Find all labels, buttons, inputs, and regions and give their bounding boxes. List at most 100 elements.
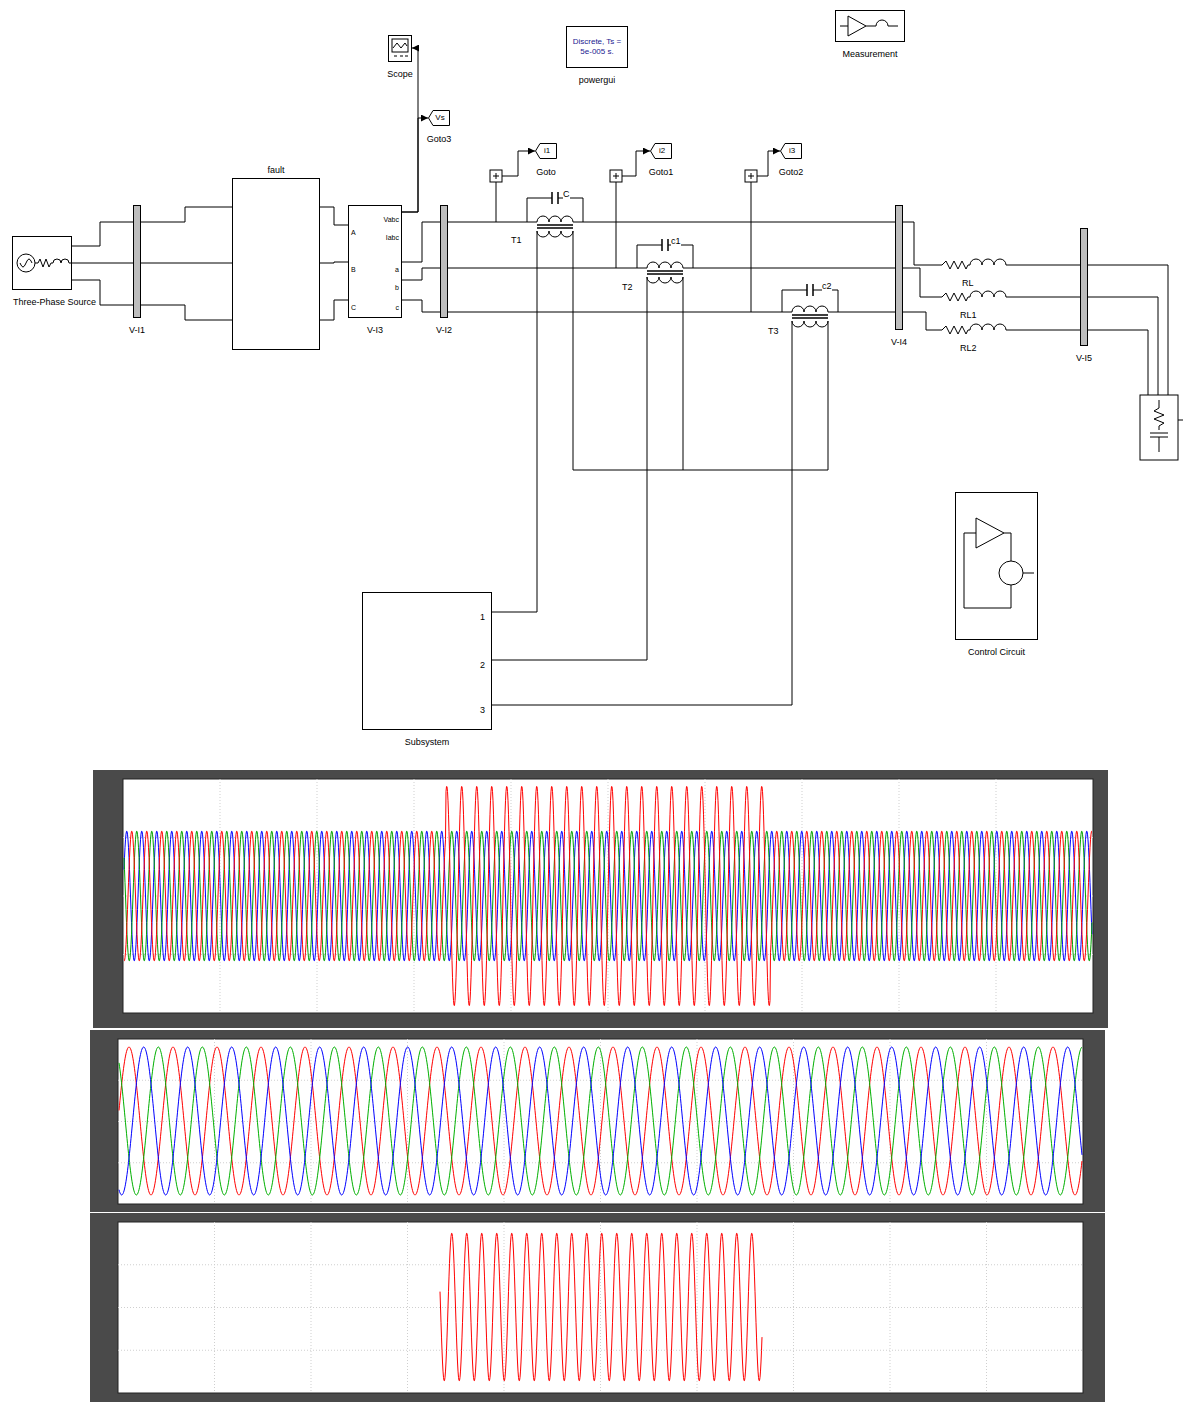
rl-branch-symbol bbox=[938, 291, 1010, 301]
wire-connector bbox=[402, 222, 440, 312]
text-holder: c bbox=[396, 296, 400, 314]
wire-connector bbox=[402, 118, 428, 212]
bus-bar: V-I2 bbox=[440, 205, 448, 318]
sum-mark bbox=[613, 173, 619, 179]
text-holder: i3 bbox=[785, 143, 799, 159]
wire-gap bbox=[552, 196, 558, 200]
sum-block bbox=[490, 170, 502, 182]
sine-mark bbox=[20, 259, 32, 267]
wire-gap bbox=[792, 310, 828, 314]
block-label: V-I1 bbox=[129, 325, 145, 335]
block-icon bbox=[836, 11, 906, 43]
load-symbol bbox=[1150, 400, 1183, 452]
text-holder: Discrete, Ts = 5e-005 s. bbox=[570, 27, 624, 67]
text-holder: T3 bbox=[768, 320, 779, 338]
text-holder: Goto3 bbox=[427, 128, 452, 146]
block-label: Control Circuit bbox=[968, 647, 1025, 657]
scope-trace bbox=[393, 43, 407, 48]
text-holder: V-I2 bbox=[436, 319, 452, 337]
plot-frame bbox=[90, 1030, 1105, 1212]
simulink-block: fault bbox=[232, 178, 320, 350]
simulink-block: Three-Phase Source bbox=[12, 236, 72, 290]
waveform bbox=[119, 1047, 1082, 1195]
capacitor-symbol bbox=[552, 192, 558, 204]
wire bbox=[782, 290, 838, 312]
gain-triangle bbox=[848, 16, 866, 36]
text-holder: a bbox=[395, 258, 399, 276]
block-icon bbox=[13, 237, 73, 291]
simulink-block: Measurement bbox=[835, 10, 905, 42]
resistor-inductor bbox=[938, 324, 1010, 334]
wire bbox=[1088, 330, 1148, 395]
grid-line bbox=[407, 1039, 408, 1204]
text-holder: V-I4 bbox=[891, 331, 907, 349]
block-label: V-I4 bbox=[891, 337, 907, 347]
wire-connector bbox=[320, 207, 348, 320]
grid-line bbox=[504, 1222, 505, 1393]
transformer-core bbox=[792, 315, 828, 318]
text-holder: Vs bbox=[433, 110, 447, 126]
resistor-inductor bbox=[938, 259, 1010, 269]
primary-winding bbox=[792, 306, 828, 312]
block-label: Measurement bbox=[842, 49, 897, 59]
branch-label: RL bbox=[962, 278, 974, 288]
wire-gap bbox=[647, 266, 683, 270]
capacitor-symbol bbox=[807, 284, 813, 296]
wire bbox=[527, 198, 583, 222]
wire-gap bbox=[807, 288, 813, 292]
plot-area bbox=[118, 1039, 1083, 1204]
wire bbox=[637, 245, 693, 268]
waveform bbox=[124, 787, 1092, 1006]
wire bbox=[828, 321, 829, 470]
block-label: Scope bbox=[387, 69, 413, 79]
transformer-label: T3 bbox=[768, 326, 779, 336]
wire bbox=[496, 182, 497, 222]
measure-lines bbox=[840, 20, 898, 26]
text-holder: T2 bbox=[622, 276, 633, 294]
scope-plot bbox=[93, 770, 1108, 1028]
wire bbox=[492, 277, 647, 660]
sum-mark bbox=[748, 173, 754, 179]
goto-tag: i2Goto1 bbox=[650, 143, 672, 159]
text-holder: V-I1 bbox=[129, 319, 145, 337]
wire-gap bbox=[662, 243, 668, 247]
capacitor-plates bbox=[662, 239, 668, 251]
block-text: B bbox=[351, 266, 356, 273]
waveform bbox=[440, 1233, 762, 1380]
signal-line bbox=[502, 151, 535, 176]
text-holder: Scope bbox=[387, 63, 413, 81]
block-text: b bbox=[395, 284, 399, 291]
rl-branch-symbol bbox=[938, 324, 1010, 334]
text-holder: powergui bbox=[579, 69, 616, 87]
transformer-core bbox=[647, 271, 683, 274]
text-holder: RL bbox=[962, 272, 974, 290]
bus-bar: V-I5 bbox=[1080, 228, 1088, 346]
scope-plot bbox=[90, 1030, 1105, 1212]
sum-block bbox=[745, 170, 757, 182]
capacitor-label: C bbox=[563, 189, 570, 199]
text-holder: i2 bbox=[655, 143, 669, 159]
waveform bbox=[119, 1047, 1082, 1195]
block-label: V-I3 bbox=[367, 325, 383, 335]
port-number: 3 bbox=[480, 705, 485, 715]
goto-tag: i1Goto bbox=[535, 143, 557, 159]
resistor-inductor bbox=[938, 291, 1010, 301]
grid-line bbox=[317, 779, 318, 1013]
grid-line bbox=[118, 1264, 1083, 1265]
transformer-symbol bbox=[647, 262, 683, 283]
branch-label: RL2 bbox=[960, 343, 977, 353]
grid-line bbox=[504, 1039, 505, 1204]
transformer-symbol bbox=[537, 216, 573, 237]
simulink-block: Control Circuit bbox=[955, 492, 1038, 640]
goto-tag: VsGoto3 bbox=[428, 110, 450, 126]
block-text: i3 bbox=[789, 146, 795, 156]
wire-connector bbox=[903, 222, 1080, 330]
secondary-winding bbox=[792, 321, 828, 327]
text-holder: 2 bbox=[480, 654, 485, 672]
text-holder: Subsystem bbox=[405, 731, 450, 749]
block-text: C bbox=[351, 304, 356, 311]
block-text: i2 bbox=[659, 146, 665, 156]
